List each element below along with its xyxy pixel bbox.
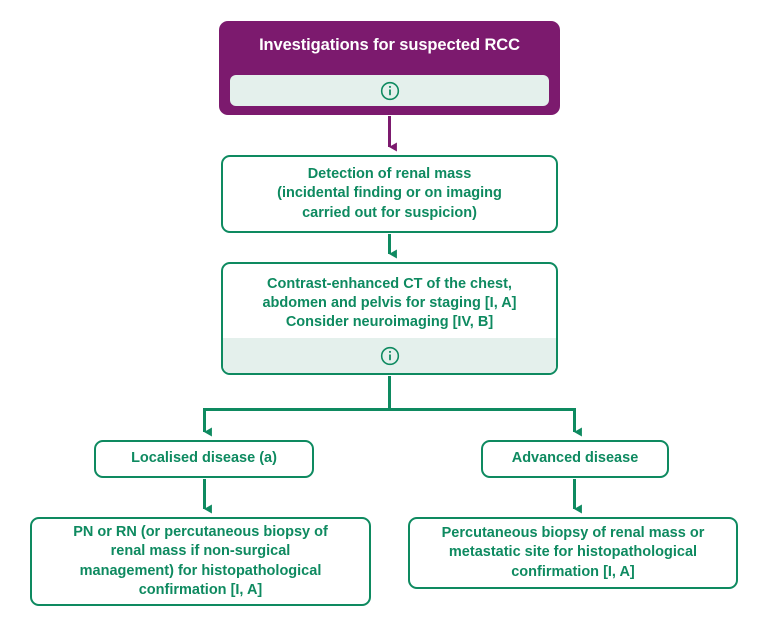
node-advanced-disease: Advanced disease bbox=[481, 440, 669, 478]
node-advanced-treatment: Percutaneous biopsy of renal mass or met… bbox=[408, 517, 738, 589]
node-localised-treatment: PN or RN (or percutaneous biopsy of rena… bbox=[30, 517, 371, 606]
node-detection: Detection of renal mass (incidental find… bbox=[221, 155, 558, 233]
node-ct-staging: Contrast-enhanced CT of the chest, abdom… bbox=[221, 262, 558, 375]
header-info-bar[interactable] bbox=[230, 75, 549, 106]
node-localised-treatment-label: PN or RN (or percutaneous biopsy of rena… bbox=[73, 524, 328, 598]
header-node: Investigations for suspected RCC bbox=[219, 21, 560, 115]
node-localised-disease-label: Localised disease (a) bbox=[131, 450, 277, 467]
node-advanced-disease-label: Advanced disease bbox=[511, 450, 639, 467]
ct-info-bar[interactable] bbox=[223, 338, 556, 373]
node-detection-label: Detection of renal mass (incidental find… bbox=[277, 166, 502, 221]
node-advanced-treatment-label: Percutaneous biopsy of renal mass or met… bbox=[441, 525, 705, 580]
page-title: Investigations for suspected RCC bbox=[259, 36, 520, 54]
node-localised-disease: Localised disease (a) bbox=[94, 440, 314, 478]
information-icon[interactable] bbox=[380, 81, 400, 101]
information-icon[interactable] bbox=[380, 346, 400, 366]
node-ct-staging-label: Contrast-enhanced CT of the chest, abdom… bbox=[262, 276, 517, 331]
